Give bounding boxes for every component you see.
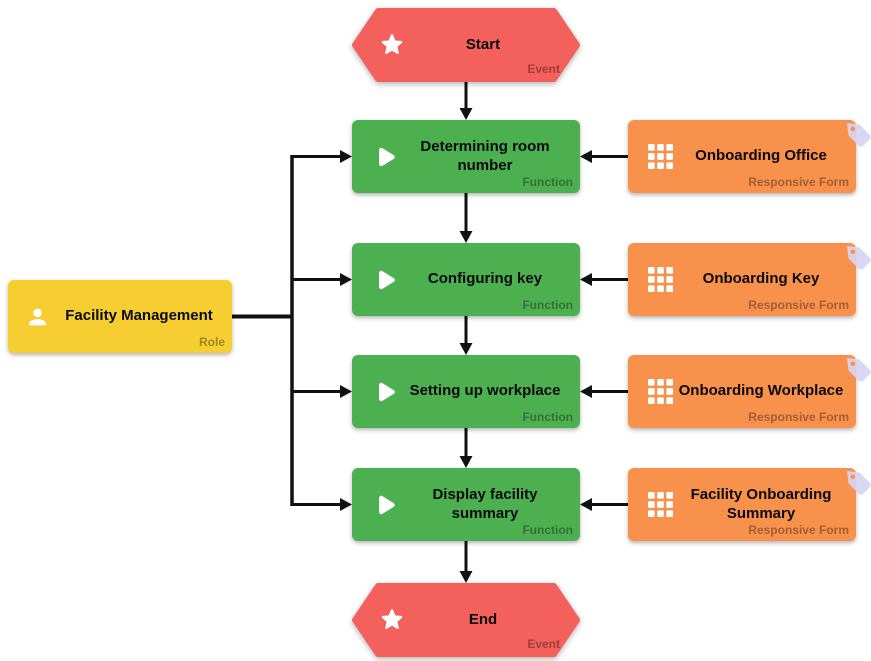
grid-icon <box>648 491 674 518</box>
play-icon <box>372 379 398 405</box>
node-title: Facility Onboarding Summary <box>690 485 832 522</box>
node-type-label: Responsive Form <box>748 410 849 424</box>
node-title: Onboarding Workplace <box>678 382 844 400</box>
node-type-label: Function <box>522 175 573 189</box>
form-node-onboarding-key[interactable]: Onboarding Key Responsive Form <box>628 243 871 316</box>
node-title: Setting up workplace <box>409 382 561 400</box>
node-type-label: Role <box>198 335 225 349</box>
node-type-label: Event <box>527 637 560 651</box>
function-node-determining-room-number[interactable]: Determining room number Function <box>352 120 580 193</box>
play-icon <box>372 492 398 518</box>
edge-form1-to-fn1[interactable] <box>580 150 628 163</box>
node-title: Onboarding Key <box>702 270 820 288</box>
node-title: Display facility summary <box>432 485 538 522</box>
node-type-label: Responsive Form <box>748 523 849 537</box>
node-title: Configuring key <box>427 270 543 288</box>
node-type-label: Responsive Form <box>748 175 849 189</box>
node-type-label: Responsive Form <box>748 298 849 312</box>
node-title: Onboarding Office <box>695 147 827 165</box>
node-title: Start <box>465 35 501 53</box>
node-type-label: Function <box>522 523 573 537</box>
hexagon-shape <box>352 583 580 657</box>
tag-icon <box>839 350 871 384</box>
form-node-onboarding-workplace[interactable]: Onboarding Workplace Responsive Form <box>628 355 871 428</box>
star-icon <box>380 33 404 57</box>
function-node-setting-up-workplace[interactable]: Setting up workplace Function <box>352 355 580 428</box>
edge-start-to-fn1[interactable] <box>459 82 473 120</box>
hexagon-shape <box>352 8 580 82</box>
node-type-label: Event <box>527 62 560 76</box>
node-title: End <box>468 610 498 628</box>
edge-fn1-to-fn2[interactable] <box>459 193 473 243</box>
play-icon <box>372 267 398 293</box>
role-node-facility-management[interactable]: Facility Management Role <box>8 280 232 353</box>
event-node-start[interactable]: Start Event <box>352 8 580 82</box>
grid-icon <box>648 266 674 293</box>
function-node-display-facility-summary[interactable]: Display facility summary Function <box>352 468 580 541</box>
grid-icon <box>648 143 674 170</box>
tag-icon <box>839 115 871 149</box>
tag-icon <box>839 463 871 497</box>
edge-role-to-functions[interactable] <box>232 150 352 511</box>
node-title: Facility Management <box>65 307 213 325</box>
edge-fn4-to-end[interactable] <box>459 541 473 583</box>
function-node-configuring-key[interactable]: Configuring key Function <box>352 243 580 316</box>
edge-form2-to-fn2[interactable] <box>580 273 628 286</box>
tag-icon <box>839 238 871 272</box>
person-icon <box>25 304 50 329</box>
edge-form3-to-fn3[interactable] <box>580 385 628 398</box>
star-icon <box>380 608 404 632</box>
node-type-label: Function <box>522 410 573 424</box>
node-title: Determining room number <box>420 137 550 174</box>
edge-fn3-to-fn4[interactable] <box>459 428 473 468</box>
edge-fn2-to-fn3[interactable] <box>459 316 473 355</box>
play-icon <box>372 144 398 170</box>
form-node-onboarding-office[interactable]: Onboarding Office Responsive Form <box>628 120 871 193</box>
event-node-end[interactable]: End Event <box>352 583 580 657</box>
form-node-facility-onboarding-summary[interactable]: Facility Onboarding Summary Responsive F… <box>628 468 871 541</box>
edge-form4-to-fn4[interactable] <box>580 498 628 511</box>
grid-icon <box>648 378 674 405</box>
node-type-label: Function <box>522 298 573 312</box>
